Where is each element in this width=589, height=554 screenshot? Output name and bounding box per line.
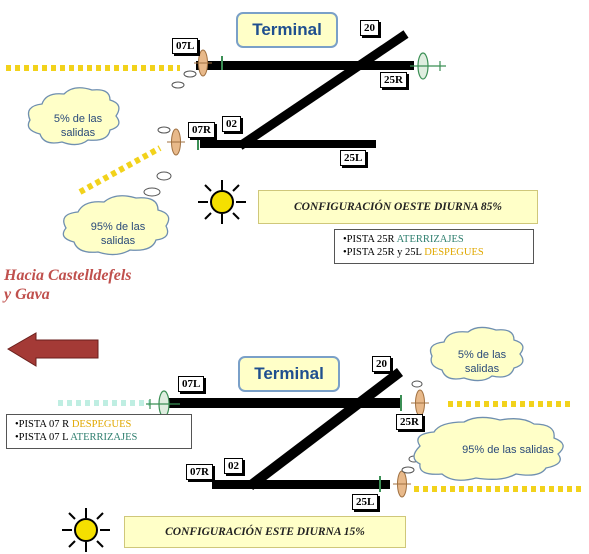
west-legend: •PISTA 25R ATERRIZAJES •PISTA 25R y 25L … xyxy=(334,229,534,264)
west-runway-label-25L: 25L xyxy=(340,150,367,166)
east-runway-07R-25L xyxy=(212,480,390,489)
east-runway-label-25L: 25L xyxy=(352,494,379,510)
east-legend-line2-prefix: •PISTA 07 L xyxy=(15,432,71,443)
west-cloud-large-text: 95% de las salidas xyxy=(70,210,166,258)
west-cloud-puffs xyxy=(130,70,197,213)
west-runway-label-25R: 25R xyxy=(380,72,407,88)
west-terminal-label: Terminal xyxy=(236,12,338,48)
west-cloud-large xyxy=(62,195,170,256)
west-runway-02-20 xyxy=(237,30,409,150)
west-cloud-small xyxy=(27,87,120,146)
west-runway-07L-25R xyxy=(196,61,414,70)
west-runway-label-07R: 07R xyxy=(188,122,215,138)
left-arrow-icon xyxy=(7,332,99,367)
direction-line1: Hacia Castelldefels xyxy=(4,267,132,284)
east-legend-line2: •PISTA 07 L ATERRIZAJES xyxy=(15,431,183,444)
west-legend-line2: •PISTA 25R y 25L DESPEGUES xyxy=(343,246,525,259)
west-cloud-small-line2: salidas xyxy=(60,127,96,139)
west-cloud-small-line1: 5% de las xyxy=(53,113,103,125)
east-sun-icon xyxy=(62,508,110,552)
west-config-banner: CONFIGURACIÓN OESTE DIURNA 85% xyxy=(258,190,538,224)
west-cloud-large-line1: 95% de las xyxy=(90,221,146,233)
west-departure-dots-diagonal xyxy=(78,145,162,195)
west-cloud-large-line2: salidas xyxy=(100,235,136,247)
west-runway-label-07L: 07L xyxy=(172,38,199,54)
west-legend-line2-ops: DESPEGUES xyxy=(424,247,484,258)
east-cloud-large xyxy=(413,416,564,481)
east-legend-line1: •PISTA 07 R DESPEGUES xyxy=(15,418,183,431)
east-legend-line2-ops: ATERRIZAJES xyxy=(70,432,138,443)
east-cloud-large-text: 95% de las salidas xyxy=(432,436,584,464)
east-runway-label-02: 02 xyxy=(224,458,243,474)
direction-label: Hacia Castelldefels y Gava xyxy=(4,266,132,304)
east-aircraft-25R xyxy=(410,389,430,417)
east-legend-line1-ops: DESPEGUES xyxy=(71,419,132,430)
east-runway-label-07R: 07R xyxy=(186,464,213,480)
east-cloud-small-text: 5% de las salidas xyxy=(438,340,526,384)
west-runway-label-20: 20 xyxy=(360,20,379,36)
east-config-banner: CONFIGURACIÓN ESTE DIURNA 15% xyxy=(124,516,406,548)
east-cloud-small-line2: salidas xyxy=(464,363,500,375)
east-runway-label-25R: 25R xyxy=(396,414,423,430)
east-legend-line1-prefix: •PISTA 07 R xyxy=(15,419,72,430)
east-cloud-small-line1: 5% de las xyxy=(457,349,507,361)
east-cloud-large-line1: 95% de las salidas xyxy=(462,444,554,456)
east-cloud-small xyxy=(429,326,524,382)
east-aircraft-25L xyxy=(392,470,412,498)
east-terminal-label: Terminal xyxy=(238,356,340,392)
west-runway-label-02: 02 xyxy=(222,116,241,132)
west-legend-line1-ops: ATERRIZAJES xyxy=(396,234,464,245)
west-aircraft-07R xyxy=(166,128,186,156)
east-runway-label-07L: 07L xyxy=(178,376,205,392)
east-runway-07L-25R xyxy=(160,398,400,408)
west-legend-line1-prefix: •PISTA 25R xyxy=(343,234,397,245)
east-runway-02-20 xyxy=(246,368,404,490)
west-aircraft-25R-landing xyxy=(410,52,446,80)
west-legend-line2-prefix: •PISTA 25R y 25L xyxy=(343,247,425,258)
direction-line2: y Gava xyxy=(4,286,50,303)
west-sun-icon xyxy=(198,180,246,224)
west-cloud-small-text: 5% de las salidas xyxy=(34,104,122,148)
west-legend-line1: •PISTA 25R ATERRIZAJES xyxy=(343,233,525,246)
east-legend: •PISTA 07 R DESPEGUES •PISTA 07 L ATERRI… xyxy=(6,414,192,449)
west-runway-07R-25L xyxy=(200,140,376,148)
east-runway-label-20: 20 xyxy=(372,356,391,372)
